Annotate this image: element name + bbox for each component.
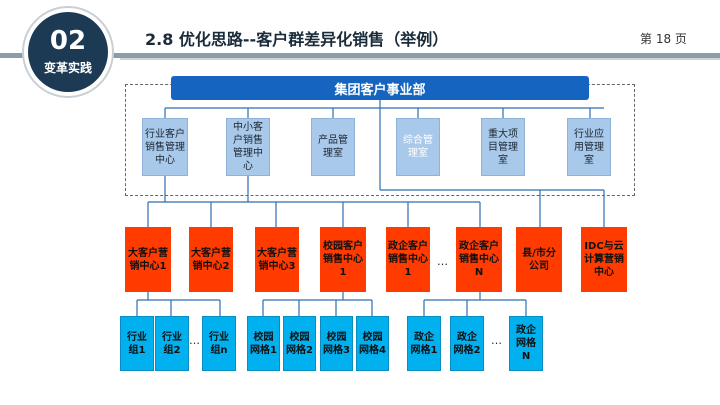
- ellipsis: …: [437, 255, 448, 268]
- header-rule: [0, 53, 720, 58]
- section-label: 变革实践: [43, 61, 92, 75]
- management-node: 行业客户销售管理中心: [142, 118, 188, 176]
- management-node: 重大项目管理室: [481, 118, 525, 176]
- section-number: 02: [49, 26, 87, 56]
- center-node: 县/市分公司: [516, 227, 562, 292]
- group-node: 政企网格2: [450, 316, 484, 371]
- center-node: 大客户营销中心1: [125, 227, 171, 292]
- group-node: 政企网格N: [509, 316, 543, 371]
- slide-title: 2.8 优化思路--客户群差异化销售（举例）: [145, 30, 449, 49]
- management-group-frame: [125, 84, 635, 196]
- center-node: 大客户营销中心2: [189, 227, 233, 292]
- group-node: 校园网格1: [247, 316, 280, 371]
- center-node: 政企客户销售中心1: [386, 227, 430, 292]
- ellipsis: …: [189, 334, 200, 347]
- group-node: 校园网格2: [283, 316, 316, 371]
- group-node: 政企网格1: [407, 316, 441, 371]
- ellipsis: …: [491, 334, 502, 347]
- group-node: 校园网格4: [356, 316, 389, 371]
- group-node: 行业组2: [155, 316, 189, 371]
- management-node: 中小客户销售管理中心: [226, 118, 270, 176]
- management-node: 产品管理室: [311, 118, 355, 176]
- group-node: 行业组1: [120, 316, 154, 371]
- section-badge: 02 变革实践: [28, 12, 108, 92]
- header-rule-light: [120, 58, 720, 60]
- center-node: IDC与云计算营销中心: [581, 227, 627, 292]
- page-number: 第 18 页: [640, 32, 687, 46]
- group-node: 行业组n: [202, 316, 236, 371]
- center-node: 大客户营销中心3: [255, 227, 299, 292]
- center-node: 政企客户销售中心N: [456, 227, 502, 292]
- group-node: 校园网格3: [320, 316, 353, 371]
- management-node: 综合管理室: [396, 118, 440, 176]
- top-node: 集团客户事业部: [171, 76, 589, 100]
- management-node: 行业应用管理室: [567, 118, 611, 176]
- center-node: 校园客户销售中心1: [320, 227, 366, 292]
